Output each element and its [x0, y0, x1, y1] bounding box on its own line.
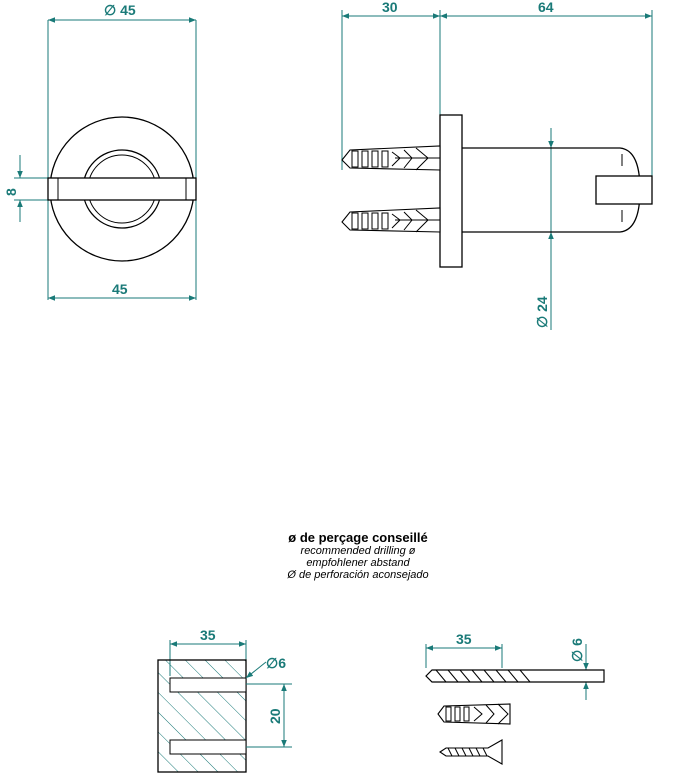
drilling-block: 35 ∅6 20: [157, 627, 292, 773]
front-diameter-label: ∅ 45: [104, 2, 136, 18]
block-spacing-label: 20: [267, 708, 283, 724]
side-depth-label: 30: [382, 0, 398, 15]
side-view: 30 64 ∅ 24: [341, 0, 653, 330]
caption-de: empfohlener abstand: [306, 557, 410, 569]
front-height-label: 8: [3, 188, 19, 196]
screw: [439, 739, 503, 765]
block-hole-label: ∅6: [266, 655, 286, 671]
drilling-caption: ø de perçage conseillé recommended drill…: [188, 530, 528, 581]
drill-bit: [425, 669, 605, 683]
block-depth-label: 35: [200, 627, 216, 643]
wall-plug: [437, 703, 511, 725]
drill-hole-top: [169, 677, 247, 693]
rosette-plate: [439, 114, 463, 268]
side-diameter-label: ∅ 24: [534, 296, 550, 328]
turn-bar: [47, 177, 197, 201]
knob-bar: [595, 175, 653, 205]
upper-wall-plug: [341, 145, 441, 171]
wall-section: [157, 659, 247, 773]
caption-es: Ø de perforación aconsejado: [287, 569, 429, 581]
front-width-label: 45: [112, 281, 128, 297]
side-length-label: 64: [538, 0, 554, 15]
drill-hole-bottom: [169, 739, 247, 755]
caption-en: recommended drilling ø: [300, 545, 416, 557]
lower-wall-plug: [341, 207, 441, 233]
drill-length-label: 35: [456, 631, 472, 647]
drill-bit-group: 35 ∅ 6: [425, 631, 605, 765]
front-view: ∅ 45 45 8: [3, 2, 197, 301]
drill-diameter-label: ∅ 6: [569, 638, 585, 662]
caption-main: ø de perçage conseillé: [288, 530, 428, 545]
